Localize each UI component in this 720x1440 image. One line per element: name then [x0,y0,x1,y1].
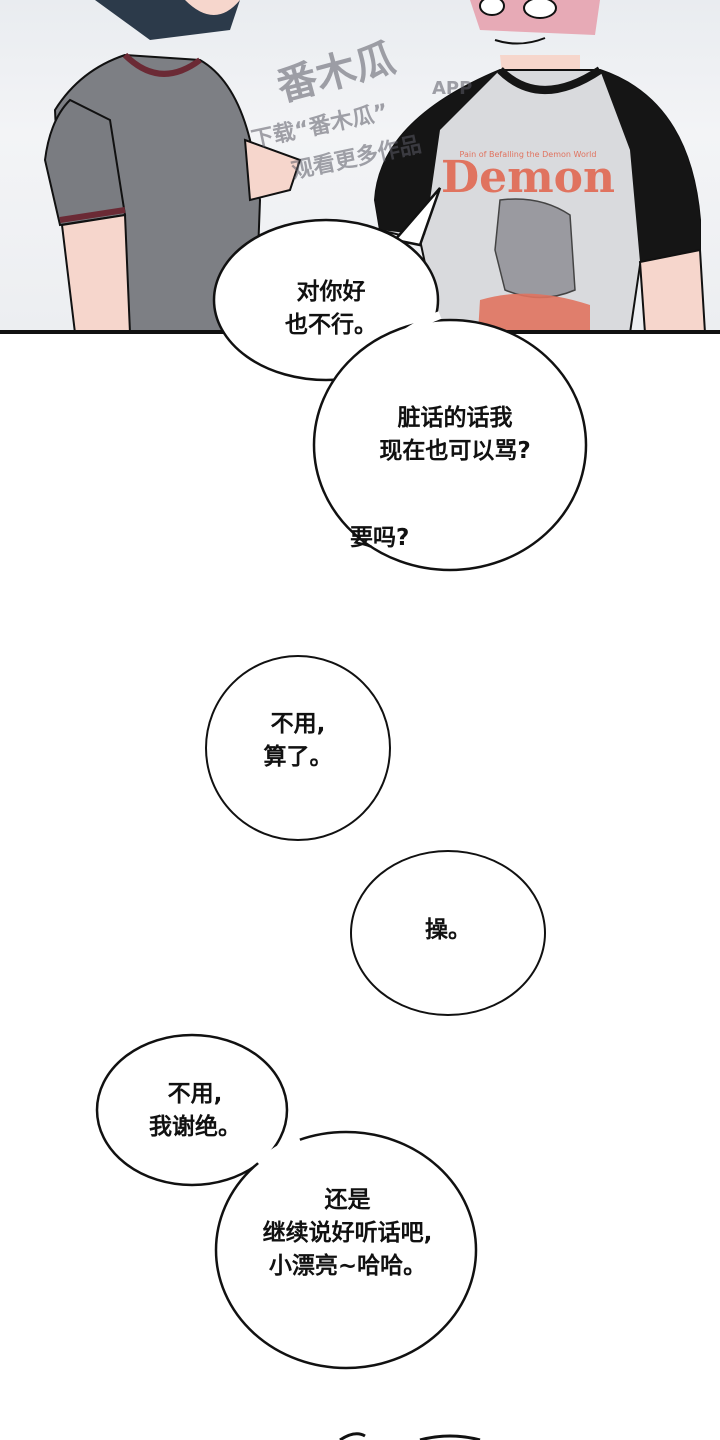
speech-bubble-3 [205,655,391,841]
dialogue-2-tail: 要吗? [350,525,410,551]
dialogue-4: 操。 [425,917,471,943]
dialogue-6: 还是 继续说好听话吧, 小漂亮~哈哈。 [262,1187,433,1279]
dialogue-3: 不用, 算了。 [263,711,333,770]
dialogue-2: 脏话的话我 现在也可以骂? [379,405,531,464]
watermark-app: APP [432,78,473,99]
shirt-print-subtitle: Pain of Befalling the Demon World [460,150,597,159]
right-character: Demon Pain of Befalling the Demon World [373,0,707,333]
dialogue-1: 对你好 也不行。 [285,279,377,338]
dialogue-5: 不用, 我谢绝。 [149,1081,241,1140]
shirt-print-title: Demon [441,152,615,203]
left-character [43,0,302,333]
speech-bubble-4 [350,850,546,1016]
